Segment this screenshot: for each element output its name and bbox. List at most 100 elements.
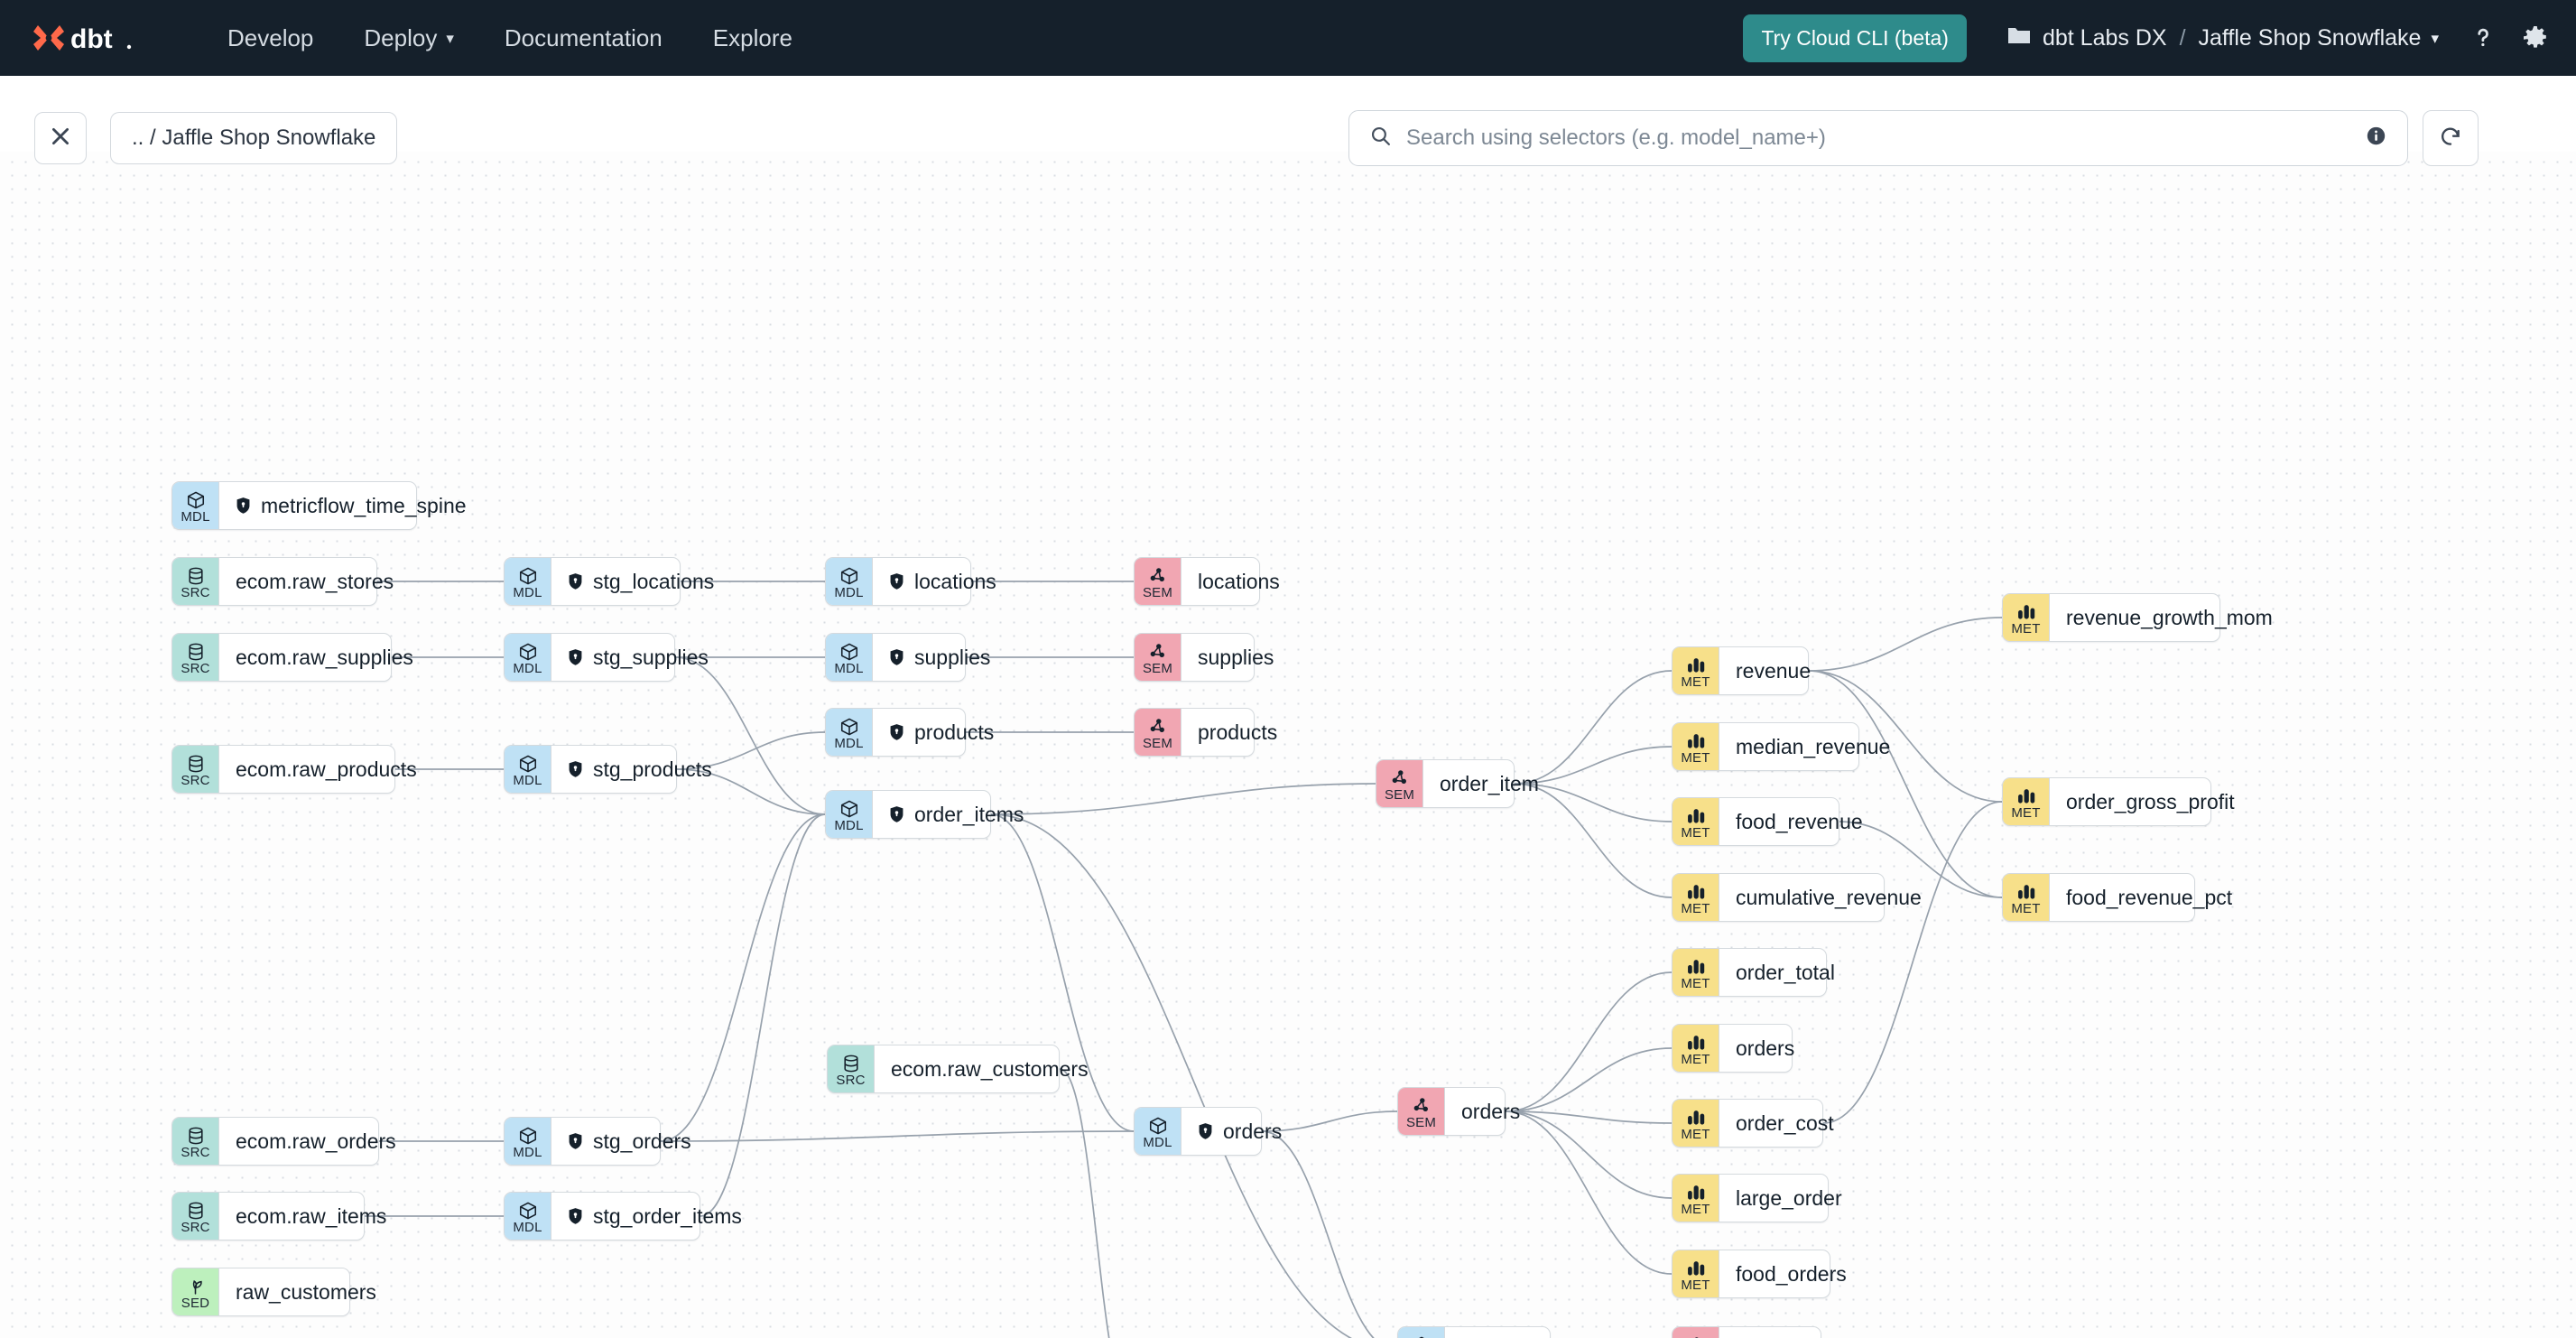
question-mark-icon[interactable] — [2469, 24, 2497, 51]
node-type-badge-mdl: MDL — [505, 1193, 551, 1240]
node-label: large_order — [1736, 1185, 1842, 1210]
contract-shield-icon — [568, 572, 583, 590]
node-label: revenue_growth_mom — [2066, 605, 2273, 629]
graph-node-sem_customers[interactable]: SEMcustomers — [1672, 1326, 1821, 1338]
node-type-badge-met: MET — [1673, 1250, 1719, 1297]
project-selector[interactable]: Jaffle Shop Snowflake ▾ — [2199, 25, 2439, 51]
node-type-badge-met: MET — [1673, 1100, 1719, 1147]
node-type-badge-met: MET — [2003, 778, 2050, 825]
node-label: ecom.raw_stores — [236, 569, 394, 593]
node-type-label: MDL — [513, 773, 542, 788]
node-label: ecom.raw_orders — [236, 1129, 396, 1153]
search-box[interactable] — [1348, 110, 2408, 166]
node-label-wrap: products — [873, 709, 1012, 756]
node-label-wrap: large_order — [1719, 1175, 1860, 1222]
node-label-wrap: stg_orders — [551, 1118, 709, 1165]
folder-icon — [2006, 24, 2032, 52]
node-type-badge-src: SRC — [172, 634, 219, 681]
graph-node-met_median_revenue[interactable]: MET median_revenue — [1672, 722, 1890, 771]
gear-icon[interactable] — [2522, 24, 2549, 51]
node-type-badge-mdl: MDL — [505, 558, 551, 605]
node-label: median_revenue — [1736, 734, 1891, 758]
node-type-badge-met: MET — [2003, 874, 2050, 921]
node-type-badge-mdl: MDL — [1135, 1108, 1181, 1155]
node-label-wrap: order_item — [1423, 760, 1557, 807]
node-type-badge-src: SRC — [172, 746, 219, 793]
chevron-down-icon: ▾ — [2431, 30, 2439, 47]
node-type-label: MET — [1681, 1052, 1710, 1067]
node-type-label: MET — [1681, 750, 1710, 766]
node-type-badge-sem: SEM — [1398, 1088, 1445, 1135]
node-label: metricflow_time_spine — [261, 493, 467, 517]
node-label-wrap: metricflow_time_spine — [219, 482, 485, 529]
graph-node-mdl_customers[interactable]: MDLcustomers — [1397, 1326, 1551, 1338]
node-type-badge-mdl: MDL — [826, 791, 873, 838]
node-type-label: MDL — [834, 585, 864, 600]
node-label: cumulative_revenue — [1736, 885, 1922, 909]
node-label-wrap: stg_products — [551, 746, 730, 793]
node-type-label: MET — [2011, 621, 2041, 636]
node-type-badge-mdl: MDL — [826, 709, 873, 756]
project-name: Jaffle Shop Snowflake — [2198, 24, 2422, 51]
node-label-wrap: ecom.raw_products — [219, 746, 435, 793]
node-label-wrap: locations — [873, 558, 1015, 605]
node-label-wrap: ecom.raw_customers — [875, 1045, 1107, 1092]
search-input[interactable] — [1406, 125, 2365, 151]
node-type-label: MDL — [834, 818, 864, 833]
node-type-label: MET — [1681, 901, 1710, 916]
node-type-label: SEM — [1405, 1115, 1437, 1130]
info-icon[interactable] — [2365, 125, 2387, 152]
close-button[interactable] — [34, 112, 87, 164]
nav-link-documentation[interactable]: Documentation — [479, 24, 688, 52]
node-label: locations — [1198, 569, 1280, 593]
dbt-logo[interactable]: dbt — [32, 20, 134, 56]
nav-link-explore[interactable]: Explore — [688, 24, 818, 52]
nav-link-deploy[interactable]: Deploy ▾ — [338, 24, 478, 52]
node-label: order_items — [914, 802, 1024, 826]
account-name[interactable]: dbt Labs DX — [2042, 24, 2167, 51]
graph-node-met_revenue_growth_mom[interactable]: MET revenue_growth_mom — [2002, 593, 2273, 642]
contract-shield-icon — [889, 805, 904, 823]
graph-node-mdl_order_items[interactable]: MDL order_items — [825, 790, 1024, 839]
graph-node-met_cumulative_revenue[interactable]: MET cumulative_revenue — [1672, 873, 1922, 922]
nav-link-develop[interactable]: Develop — [202, 24, 338, 52]
node-type-badge-met: MET — [1673, 874, 1719, 921]
try-cloud-cli-button[interactable]: Try Cloud CLI (beta) — [1743, 14, 1967, 62]
refresh-button[interactable] — [2423, 110, 2479, 166]
breadcrumb-chip[interactable]: .. / Jaffle Shop Snowflake — [110, 112, 398, 164]
node-type-badge-met: MET — [1673, 949, 1719, 996]
node-type-label: MET — [1681, 674, 1710, 690]
